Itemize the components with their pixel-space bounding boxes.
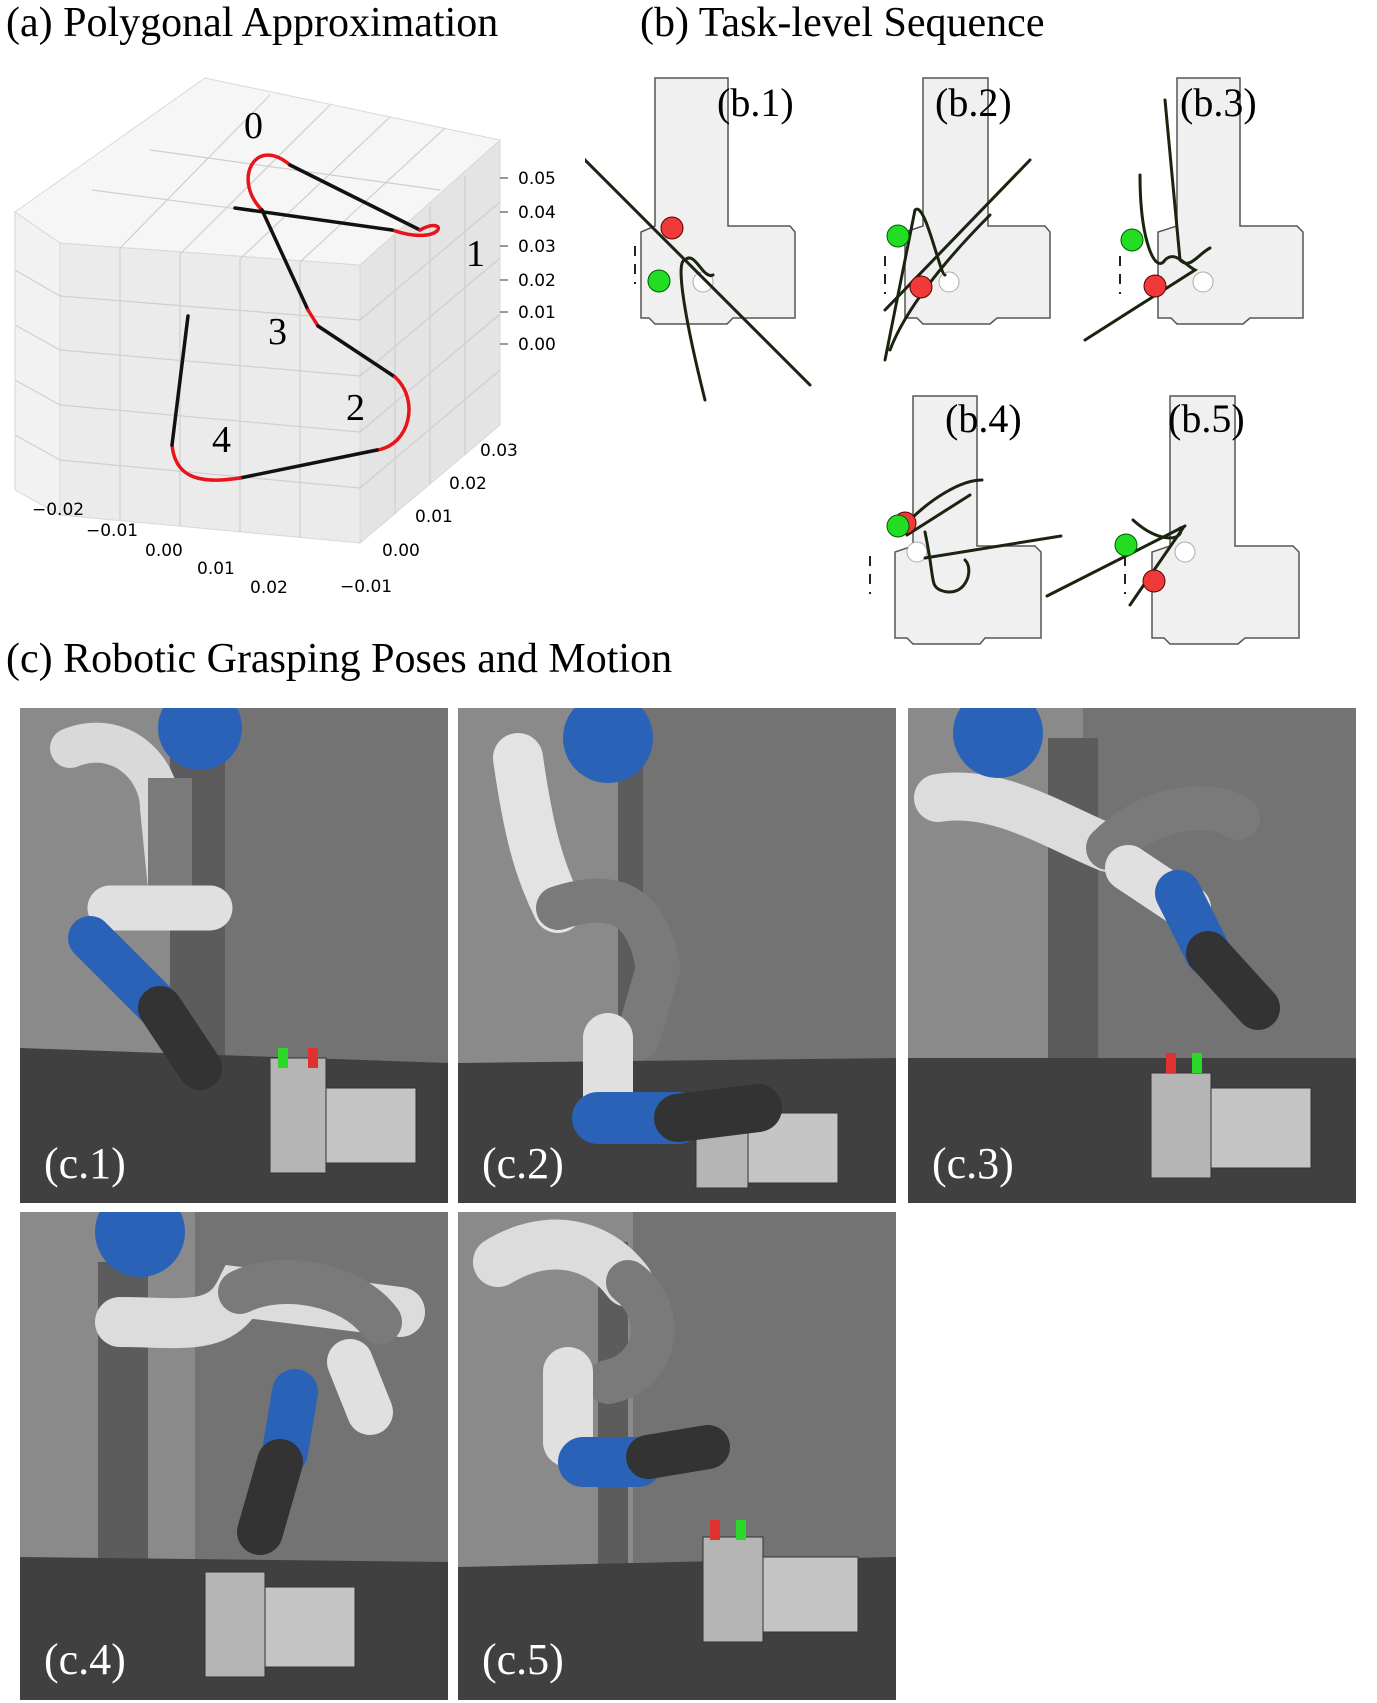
y-tick-label: −0.01 xyxy=(340,577,392,597)
board-b2 xyxy=(904,77,1051,325)
z-tick-label: 0.04 xyxy=(518,203,556,223)
line-segment xyxy=(288,163,422,232)
z-tick-label: 0.05 xyxy=(518,169,556,189)
segment-1-curve xyxy=(390,223,441,238)
polygonal-approximation-plot: 0.05 0.04 0.03 0.02 0.01 0.00 0.03 0.02 … xyxy=(14,77,556,598)
dashed-slots xyxy=(634,246,1126,594)
line-segment xyxy=(170,314,190,447)
panel-label-c3: (c.3) xyxy=(932,1139,1014,1188)
segment-3-curve xyxy=(306,308,320,328)
z-tick-label: 0.00 xyxy=(518,335,556,355)
board-b5 xyxy=(1151,395,1300,645)
segment-2-curve xyxy=(375,375,411,452)
segment-4-curve xyxy=(170,443,242,482)
z-tick-label: 0.01 xyxy=(518,303,556,323)
board-shapes xyxy=(640,77,1304,645)
green-markers xyxy=(647,224,1144,557)
robot-panel-c3: (c.3) xyxy=(908,708,1356,1203)
panel-label-c2: (c.2) xyxy=(482,1139,564,1188)
line-segment xyxy=(316,324,397,379)
segment-label: 1 xyxy=(466,233,485,275)
x-tick-label: −0.02 xyxy=(32,500,84,520)
y-tick-label: 0.01 xyxy=(415,507,453,527)
wire-paths xyxy=(585,98,1212,607)
x-tick-label: 0.00 xyxy=(145,541,183,561)
panel-label-c4: (c.4) xyxy=(44,1635,126,1684)
panel-label-b2: (b.2) xyxy=(935,80,1012,125)
y-tick-label: 0.00 xyxy=(382,541,420,561)
task-sequence-figure: (b.1) (b.2) (b.3) (b.4) (b.5) xyxy=(585,77,1304,645)
section-b-title: (b) Task-level Sequence xyxy=(640,0,1045,46)
x-tick-label: 0.02 xyxy=(250,578,288,598)
panel-label-b1: (b.1) xyxy=(717,80,794,125)
segment-label: 4 xyxy=(212,419,231,461)
board-b3 xyxy=(1157,77,1304,325)
line-segment xyxy=(260,208,310,312)
y-tick-label: 0.03 xyxy=(480,441,518,461)
z-tick-label: 0.03 xyxy=(518,237,556,257)
robot-panel-c2: (c.2) xyxy=(458,708,896,1203)
panel-label-b5: (b.5) xyxy=(1168,396,1245,441)
segment-label: 2 xyxy=(346,387,365,429)
trajectory xyxy=(170,153,441,482)
z-tick-label: 0.02 xyxy=(518,271,556,291)
y-tick-label: 0.02 xyxy=(449,474,487,494)
board-b4 xyxy=(894,395,1042,645)
panel-label-c1: (c.1) xyxy=(44,1139,126,1188)
panel-label-b3: (b.3) xyxy=(1180,80,1257,125)
section-a-title: (a) Polygonal Approximation xyxy=(6,0,499,46)
panel-label-b4: (b.4) xyxy=(945,396,1022,441)
x-tick-label: −0.01 xyxy=(86,521,138,541)
robot-panel-c4: (c.4) xyxy=(20,1212,448,1700)
holes xyxy=(692,271,1214,563)
panel-label-c5: (c.5) xyxy=(482,1635,564,1684)
robot-panel-c5: (c.5) xyxy=(458,1212,896,1700)
section-c-title: (c) Robotic Grasping Poses and Motion xyxy=(6,636,673,682)
segment-label: 0 xyxy=(244,105,263,147)
segment-0-curve xyxy=(246,153,292,212)
segment-label: 3 xyxy=(268,311,287,353)
line-segment xyxy=(238,448,379,480)
axis-ticks xyxy=(500,177,508,345)
robot-panel-c1: (c.1) xyxy=(20,708,448,1203)
x-tick-label: 0.01 xyxy=(197,559,235,579)
board-b1 xyxy=(640,77,796,325)
